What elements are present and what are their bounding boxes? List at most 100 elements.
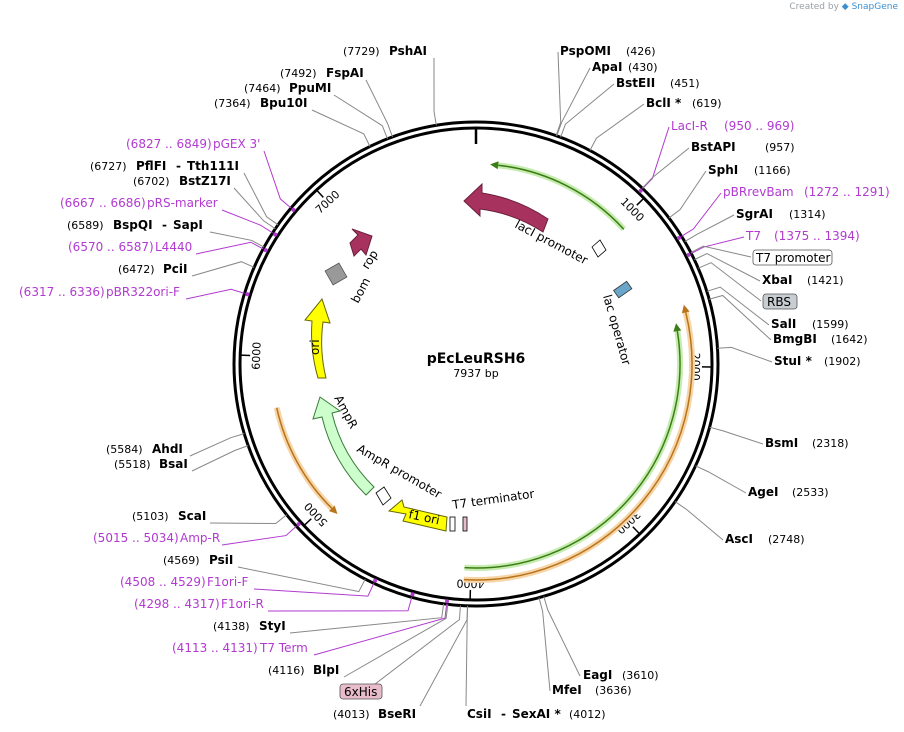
f1-ori-feature-arrow[interactable] <box>387 499 448 532</box>
svg-text:RBS: RBS <box>767 295 791 309</box>
svg-text:pRS-marker: pRS-marker <box>147 196 218 210</box>
primer-label-pgex3[interactable]: (6827 .. 6849)pGEX 3' <box>126 137 260 151</box>
enzyme-label-pflfi-tth111i[interactable]: (6727) PflFI - Tth111I <box>90 159 239 173</box>
enzyme-label-eagi[interactable]: EagI(3610) <box>583 668 659 682</box>
t7-term-small-feature[interactable] <box>462 516 468 532</box>
svg-text:PciI: PciI <box>163 262 188 276</box>
primer-label-prs-marker[interactable]: (6667 .. 6686)pRS-marker <box>60 196 218 210</box>
primer-label-pbrrevbam[interactable]: pBRrevBam(1272 .. 1291) <box>723 185 890 199</box>
enzyme-label-pshai[interactable]: (7729)PshAI <box>343 44 427 58</box>
rop-feature-arrow[interactable] <box>349 228 373 257</box>
ampr-promoter-arrow[interactable] <box>375 486 392 506</box>
enzyme-label-psii[interactable]: (4569)PsiI <box>163 553 233 567</box>
svg-text:(3636): (3636) <box>595 684 632 697</box>
enzyme-label-pspomi[interactable]: PspOMI(426) <box>560 44 656 58</box>
enzyme-label-bsteii[interactable]: BstEII(451) <box>616 76 700 90</box>
laci-promoter-label: lacI promoter <box>513 217 591 267</box>
enzyme-label-bsai[interactable]: (5518)BsaI <box>114 457 188 471</box>
primer-label-t7-term[interactable]: (4113 .. 4131)T7 Term <box>172 641 308 655</box>
primer-label-t7[interactable]: T7(1375 .. 1394) <box>745 229 860 243</box>
leader-line <box>674 501 724 541</box>
enzyme-label-agei[interactable]: AgeI(2533) <box>748 485 829 499</box>
svg-text:BseRI: BseRI <box>378 707 416 721</box>
enzyme-label-bmgbi[interactable]: BmgBI(1642) <box>773 332 868 346</box>
svg-text:BsaI: BsaI <box>159 457 188 471</box>
svg-text:MfeI: MfeI <box>552 683 582 697</box>
laci-promoter-arrow[interactable] <box>591 239 607 258</box>
enzyme-label-mfei[interactable]: MfeI (3636) <box>552 683 632 697</box>
svg-text:(7492): (7492) <box>280 67 317 80</box>
primer-site-mark <box>686 252 691 257</box>
enzyme-label-bspqi-sapi[interactable]: (6589) BspQI - SapI <box>67 218 203 232</box>
enzyme-label-asci[interactable]: AscI(2748) <box>725 532 805 546</box>
leader-line <box>263 150 292 209</box>
svg-text:(4113 .. 4131): (4113 .. 4131) <box>172 641 258 655</box>
enzyme-label-sgrai[interactable]: SgrAI(1314) <box>736 207 826 221</box>
primer-label-l4440[interactable]: (6570 .. 6587)L4440 <box>68 240 192 254</box>
svg-text:(7464): (7464) <box>244 82 281 95</box>
enzyme-label-bstapi[interactable]: BstAPI(957) <box>691 140 795 154</box>
svg-text:BstZ17I: BstZ17I <box>179 174 231 188</box>
leader-line <box>641 147 690 189</box>
enzyme-label-apai[interactable]: ApaI(430) <box>592 60 658 74</box>
lac-operator-feature[interactable] <box>613 280 633 299</box>
svg-text:SalI: SalI <box>771 317 796 331</box>
enzyme-label-bpu10i[interactable]: (7364)Bpu10I <box>214 96 307 110</box>
lac-operator-label: lac operator <box>600 293 634 367</box>
svg-text:CsiI: CsiI <box>467 707 492 721</box>
laci-feature-arrow[interactable] <box>463 182 549 233</box>
svg-text:(6570 .. 6587): (6570 .. 6587) <box>68 240 154 254</box>
primer-label-laci-r[interactable]: LacI-R(950 .. 969) <box>671 119 794 133</box>
enzyme-label-bstz17i[interactable]: (6702)BstZ17I <box>133 174 231 188</box>
enzyme-label-ppumi[interactable]: (7464)PpuMI <box>244 81 331 95</box>
enzyme-label-ahdi[interactable]: (5584)AhdI <box>106 442 183 456</box>
primer-label-f1ori-r[interactable]: (4298 .. 4317)F1ori-R <box>134 597 264 611</box>
leader-line <box>221 209 273 234</box>
rop-feature-label: rop <box>359 248 381 272</box>
enzyme-label-stui[interactable]: StuI *(1902) <box>774 354 861 368</box>
feature-box-6xhis[interactable]: 6xHis <box>339 683 383 700</box>
enzyme-label-bsmi[interactable]: BsmI(2318) <box>765 436 849 450</box>
svg-text:PspOMI: PspOMI <box>560 44 611 58</box>
enzyme-label-bcli[interactable]: BclI *(619) <box>646 96 722 110</box>
enzyme-label-pcii[interactable]: (6472) PciI <box>118 262 188 276</box>
plasmid-size: 7937 bp <box>453 367 498 380</box>
svg-text:(4298 .. 4317): (4298 .. 4317) <box>134 597 220 611</box>
svg-text:(4013): (4013) <box>333 708 370 721</box>
feature-box-t7-promoter[interactable]: T7 promoter <box>752 249 833 266</box>
primer-label-amp-r[interactable]: (5015 .. 5034)Amp-R <box>93 531 220 545</box>
leader-line <box>361 605 461 695</box>
enzyme-label-scai[interactable]: (5103)ScaI <box>132 509 206 523</box>
leader-line <box>698 262 762 302</box>
svg-text:BsmI: BsmI <box>765 436 798 450</box>
enzyme-label-fspai[interactable]: (7492)FspAI <box>280 66 364 80</box>
snapgene-watermark: Created by ◆ SnapGene <box>789 2 898 12</box>
scale-tick-7000 <box>316 189 324 198</box>
leader-line <box>555 51 562 136</box>
bom-feature[interactable] <box>324 262 348 286</box>
leader-line <box>433 57 437 126</box>
enzyme-label-blpi[interactable]: (4116)BlpI <box>268 663 339 677</box>
enzyme-label-sphi[interactable]: SphI(1166) <box>708 163 791 177</box>
enzyme-label-xbai[interactable]: XbaI(1421) <box>762 273 844 287</box>
svg-text:(6472): (6472) <box>118 263 155 276</box>
leader-line <box>209 514 288 525</box>
enzyme-label-sali[interactable]: SalI(1599) <box>771 317 849 331</box>
leader-line <box>237 566 366 593</box>
svg-text:(4116): (4116) <box>268 664 305 677</box>
enzyme-label-bseri[interactable]: (4013) BseRI <box>333 707 416 721</box>
orf-arc-laci <box>498 164 625 230</box>
primer-label-f1ori-f[interactable]: (4508 .. 4529)F1ori-F <box>120 575 248 589</box>
svg-text:pGEX 3': pGEX 3' <box>213 137 260 151</box>
ori-feature-arrow[interactable] <box>304 297 331 379</box>
watermark-brand: SnapGene <box>851 2 898 12</box>
ampr-feature-arrow[interactable] <box>312 396 375 496</box>
primer-label-pbr322ori-f[interactable]: (6317 .. 6336)pBR322ori-F <box>19 285 180 299</box>
enzyme-label-csii-sexai[interactable]: CsiI - SexAI * (4012) <box>467 707 606 721</box>
t7-terminator-feature[interactable] <box>449 516 456 532</box>
svg-text:(6589): (6589) <box>67 219 104 232</box>
primer-site-mark <box>245 292 250 297</box>
feature-box-rbs[interactable]: RBS <box>762 293 798 310</box>
enzyme-label-styi[interactable]: (4138)StyI <box>213 619 286 633</box>
